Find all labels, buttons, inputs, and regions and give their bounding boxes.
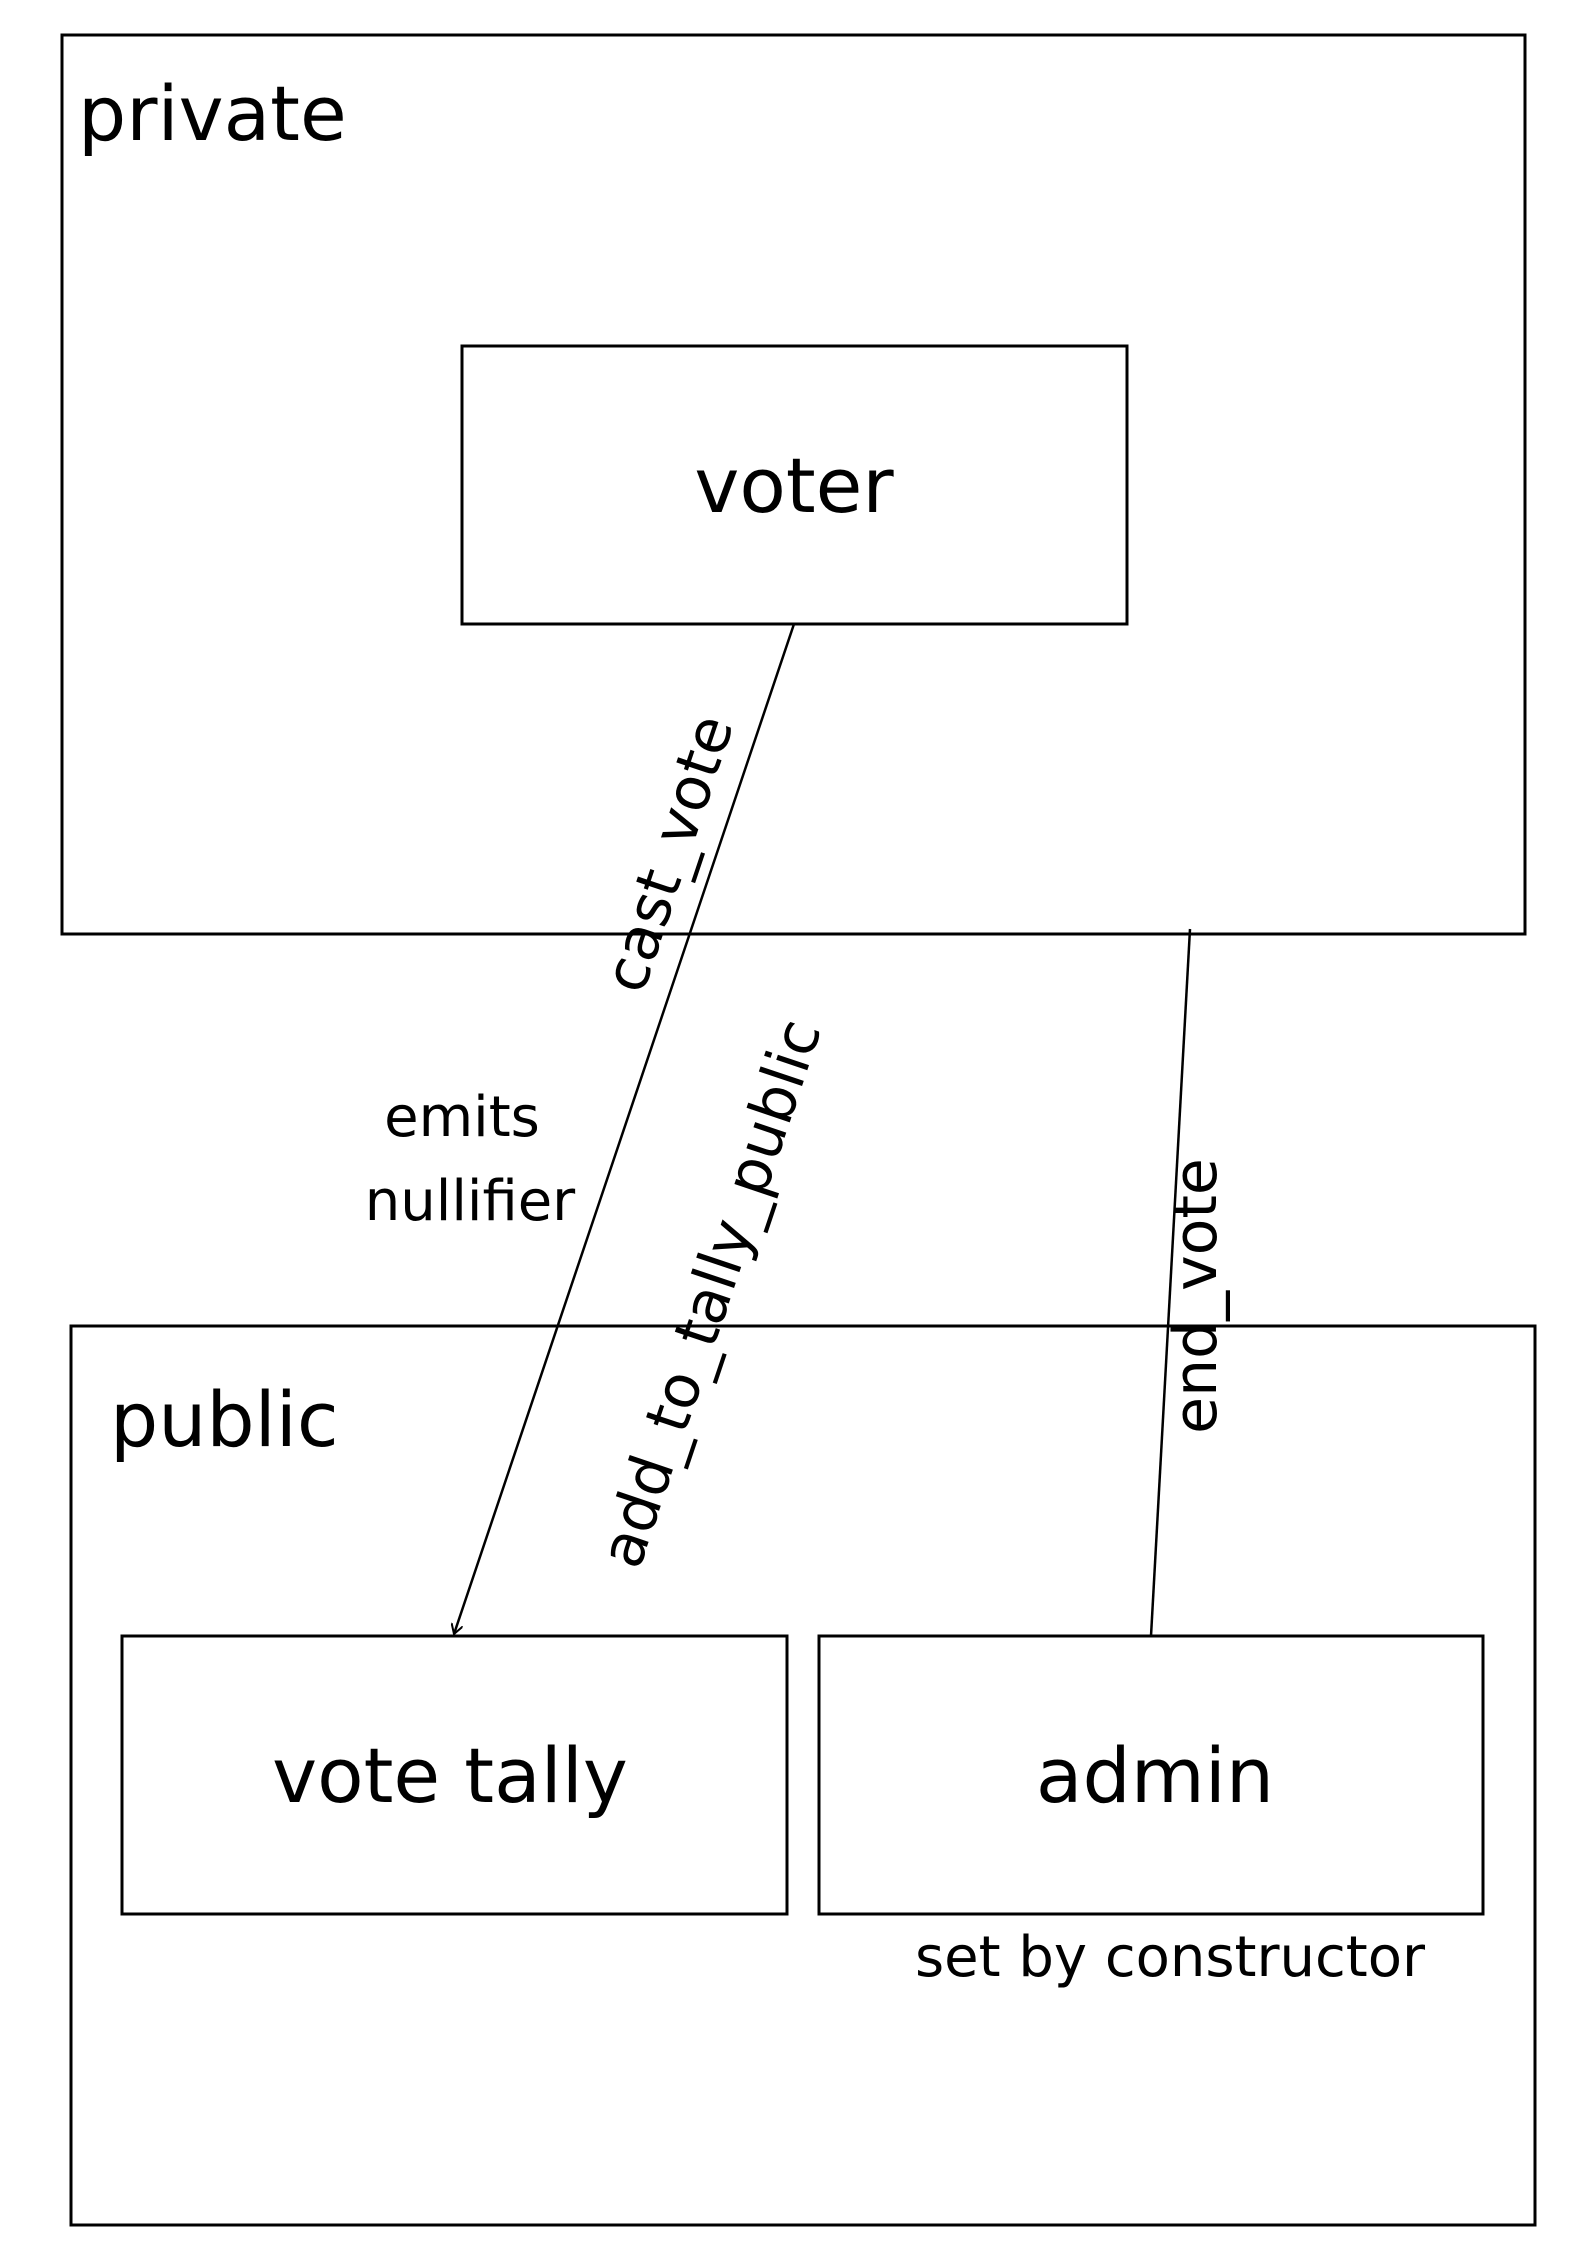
vote-tally-node-label: vote tally [272, 1731, 628, 1820]
voter-node-label: voter [694, 441, 894, 530]
public-region-label: public [110, 1375, 339, 1464]
vote-tally-node [120, 1634, 789, 1916]
cast-vote-label: cast_vote [590, 706, 748, 1001]
end-vote-label: end_vote [1161, 1158, 1231, 1434]
private-region [60, 33, 1527, 936]
admin-to-private-line [1149, 928, 1192, 1637]
admin-node-label: admin [1036, 1731, 1274, 1820]
emits-annotation: emits [384, 1085, 540, 1150]
private-region-label: private [78, 69, 347, 158]
voter-node [460, 344, 1129, 626]
voter-to-tally-arrow [454, 623, 796, 1634]
nullifier-annotation: nullifier [365, 1169, 576, 1234]
set-by-constructor-note: set by constructor [915, 1925, 1426, 1990]
add-to-tally-public-label: add_to_tally_public [587, 1011, 836, 1576]
public-region [69, 1324, 1537, 2227]
